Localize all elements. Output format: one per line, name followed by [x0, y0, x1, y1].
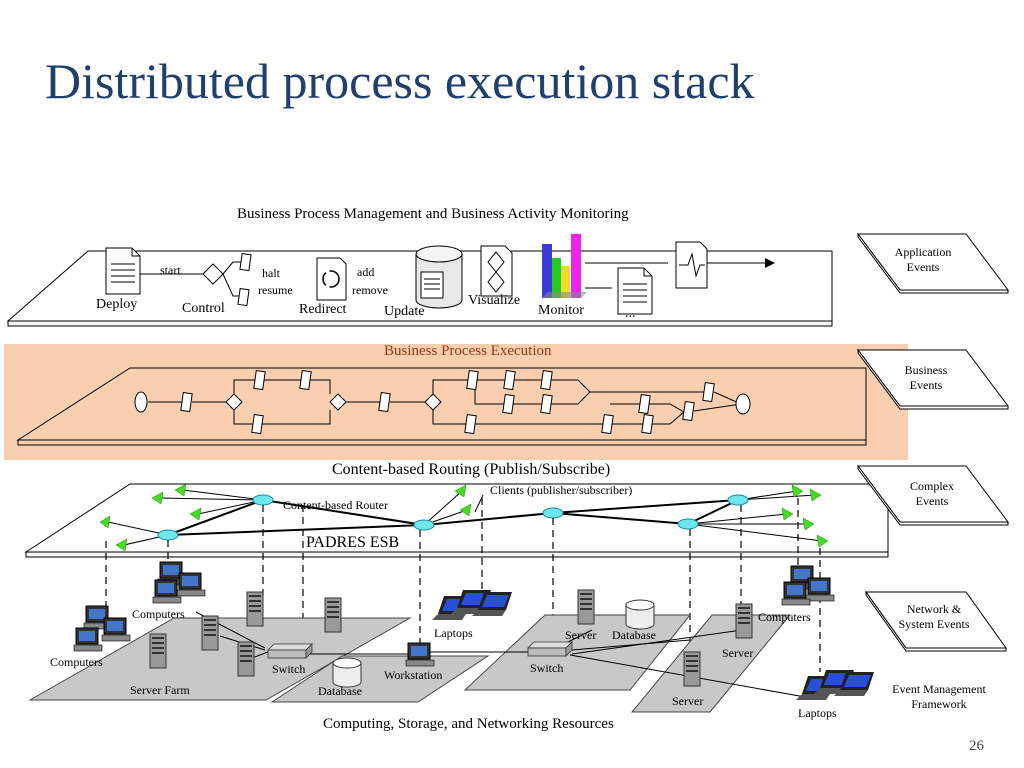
- database-label-1: Database: [318, 684, 362, 698]
- bpe-layer-title: Business Process Execution: [384, 343, 552, 359]
- flow-arrow-icon: [765, 258, 775, 268]
- monitor-bar-chart-icon: [542, 234, 587, 298]
- clients-callout: [474, 494, 484, 513]
- server-label-3: Server: [672, 694, 704, 708]
- laptops-label-1: Laptops: [434, 626, 473, 640]
- computers-icon-1: [152, 561, 206, 604]
- server-label-2: Server: [722, 646, 754, 660]
- update-label: Update: [384, 304, 425, 319]
- deploy-document-icon: [105, 247, 141, 295]
- redirect-icon: [316, 257, 347, 301]
- visualize-label: Visualize: [468, 293, 521, 308]
- database-label-2: Database: [612, 628, 656, 642]
- remove-label: remove: [352, 283, 388, 297]
- computers-label-3: Computers: [758, 610, 811, 624]
- router-label: Content-based Router: [283, 498, 388, 512]
- clients-label: Clients (publisher/subscriber): [490, 483, 633, 497]
- client-links: [107, 489, 823, 546]
- visualize-icon: [480, 245, 513, 297]
- workstation-label: Workstation: [384, 668, 443, 682]
- resource-platforms: [28, 614, 792, 713]
- computers-icon-2: [73, 605, 131, 652]
- halt-label: halt: [262, 266, 280, 280]
- workstation-icon: [405, 642, 435, 667]
- process-flow: [134, 369, 751, 435]
- page-number: 26: [969, 738, 984, 754]
- client-node-icons: [99, 483, 829, 552]
- switch-label-2: Switch: [530, 661, 564, 675]
- resume-label: resume: [258, 283, 293, 297]
- computers-label-1: Computers: [132, 607, 185, 621]
- computers-icon-3: [781, 565, 835, 606]
- deploy-label: Deploy: [96, 297, 138, 312]
- start-label: start: [160, 263, 181, 277]
- add-label: add: [357, 265, 375, 279]
- switch-label-1: Switch: [272, 662, 306, 676]
- redirect-label: Redirect: [299, 302, 347, 317]
- control-label: Control: [182, 301, 225, 316]
- router-node-icons: [157, 494, 749, 541]
- ellipsis-label: ...: [625, 306, 636, 321]
- bpm-layer-title: Business Process Management and Business…: [237, 206, 629, 222]
- esb-label: PADRES ESB: [306, 534, 400, 551]
- broker-links: [167, 499, 739, 536]
- server-farm-label: Server Farm: [130, 683, 190, 697]
- laptops-label-2: Laptops: [798, 706, 837, 720]
- bpe-platform: [16, 367, 867, 446]
- event-cards: [857, 232, 1009, 652]
- slide-title: Distributed process execution stack: [45, 53, 755, 109]
- routing-platform: [24, 483, 889, 558]
- waveform-icon: [675, 241, 708, 289]
- server-label-1: Server: [565, 628, 597, 642]
- routing-layer-title: Content-based Routing (Publish/Subscribe…: [332, 461, 611, 478]
- monitor-label: Monitor: [538, 303, 584, 318]
- resources-layer-title: Computing, Storage, and Networking Resou…: [323, 716, 614, 732]
- network-system-events-label: Network &System Events: [898, 602, 970, 631]
- computers-label-2: Computers: [50, 655, 103, 669]
- update-database-icon: [415, 245, 463, 309]
